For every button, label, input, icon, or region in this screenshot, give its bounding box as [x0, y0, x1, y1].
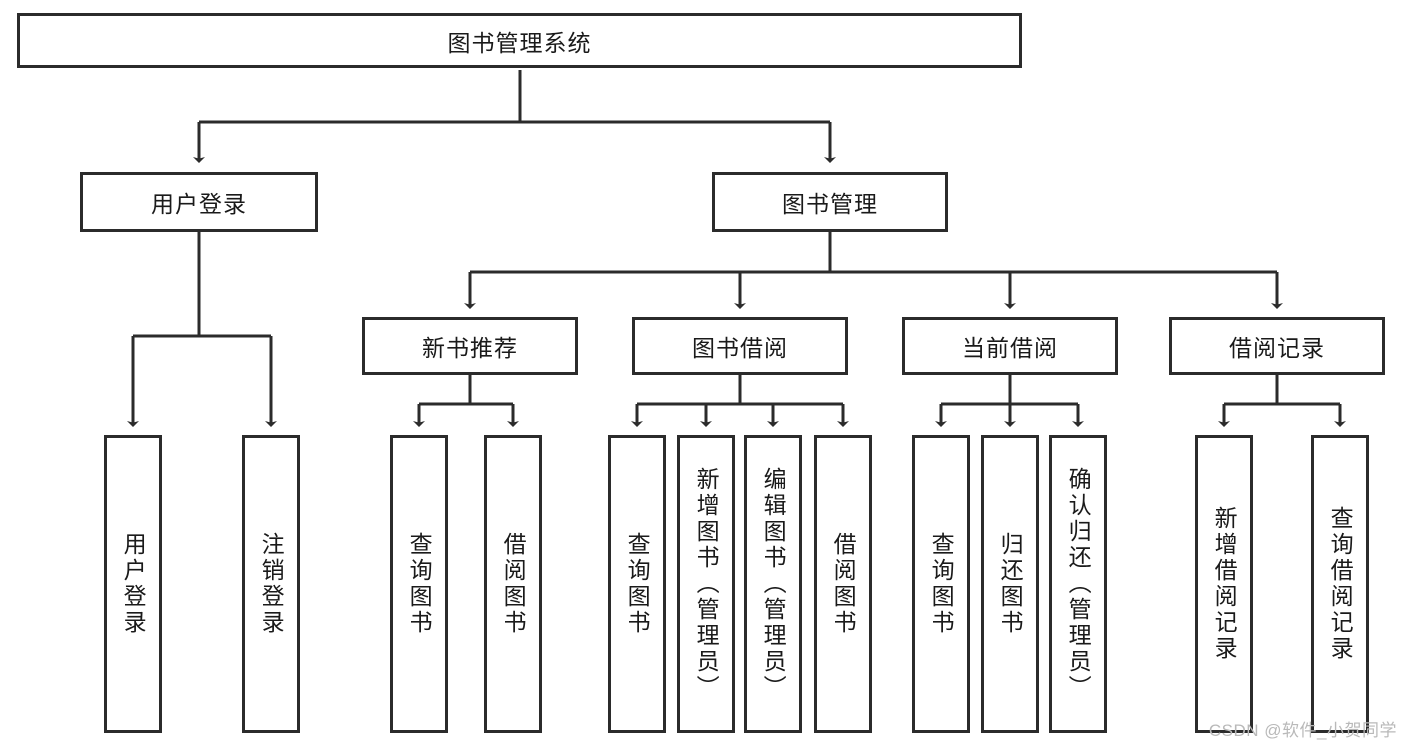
node-leaf-return-book[interactable]: 归还图书: [981, 435, 1039, 733]
node-current-borrow[interactable]: 当前借阅: [902, 317, 1118, 375]
node-leaf-query-book-1[interactable]: 查询图书: [390, 435, 448, 733]
node-leaf-add-book[interactable]: 新增图书（管理员）: [677, 435, 735, 733]
node-leaf-user-login[interactable]: 用户登录: [104, 435, 162, 733]
node-user-login[interactable]: 用户登录: [80, 172, 318, 232]
node-leaf-query-borrow-record-label: 查询借阅记录: [1327, 506, 1354, 662]
node-leaf-edit-book-label: 编辑图书（管理员）: [760, 467, 787, 701]
csdn-watermark: CSDN @软件_小贺同学: [1208, 721, 1397, 740]
node-borrow-record-label: 借阅记录: [1229, 335, 1325, 361]
node-new-book-recommend[interactable]: 新书推荐: [362, 317, 578, 375]
node-leaf-borrow-book-2[interactable]: 借阅图书: [814, 435, 872, 733]
node-book-borrow-label: 图书借阅: [692, 335, 788, 361]
node-leaf-return-book-label: 归还图书: [997, 532, 1024, 636]
node-leaf-query-book-1-label: 查询图书: [406, 532, 433, 636]
node-leaf-query-book-3[interactable]: 查询图书: [912, 435, 970, 733]
node-leaf-borrow-book-1-label: 借阅图书: [500, 532, 527, 636]
node-leaf-borrow-book-1[interactable]: 借阅图书: [484, 435, 542, 733]
node-book-borrow[interactable]: 图书借阅: [632, 317, 848, 375]
node-root[interactable]: 图书管理系统: [17, 13, 1022, 68]
node-leaf-confirm-return[interactable]: 确认归还（管理员）: [1049, 435, 1107, 733]
node-new-book-recommend-label: 新书推荐: [422, 335, 518, 361]
node-leaf-add-book-label: 新增图书（管理员）: [693, 467, 720, 701]
node-root-label: 图书管理系统: [447, 29, 592, 56]
node-leaf-user-login-label: 用户登录: [120, 532, 147, 636]
node-leaf-add-borrow-record[interactable]: 新增借阅记录: [1195, 435, 1253, 733]
node-leaf-confirm-return-label: 确认归还（管理员）: [1065, 467, 1092, 701]
node-leaf-edit-book[interactable]: 编辑图书（管理员）: [744, 435, 802, 733]
node-leaf-query-borrow-record[interactable]: 查询借阅记录: [1311, 435, 1369, 733]
node-book-management[interactable]: 图书管理: [712, 172, 948, 232]
node-leaf-query-book-2[interactable]: 查询图书: [608, 435, 666, 733]
node-leaf-logout-login-label: 注销登录: [258, 532, 285, 636]
node-user-login-label: 用户登录: [151, 191, 247, 217]
node-current-borrow-label: 当前借阅: [962, 335, 1058, 361]
node-leaf-query-book-3-label: 查询图书: [928, 532, 955, 636]
node-leaf-logout-login[interactable]: 注销登录: [242, 435, 300, 733]
node-leaf-add-borrow-record-label: 新增借阅记录: [1211, 506, 1238, 662]
node-leaf-query-book-2-label: 查询图书: [624, 532, 651, 636]
node-book-management-label: 图书管理: [782, 191, 878, 217]
node-borrow-record[interactable]: 借阅记录: [1169, 317, 1385, 375]
node-leaf-borrow-book-2-label: 借阅图书: [830, 532, 857, 636]
